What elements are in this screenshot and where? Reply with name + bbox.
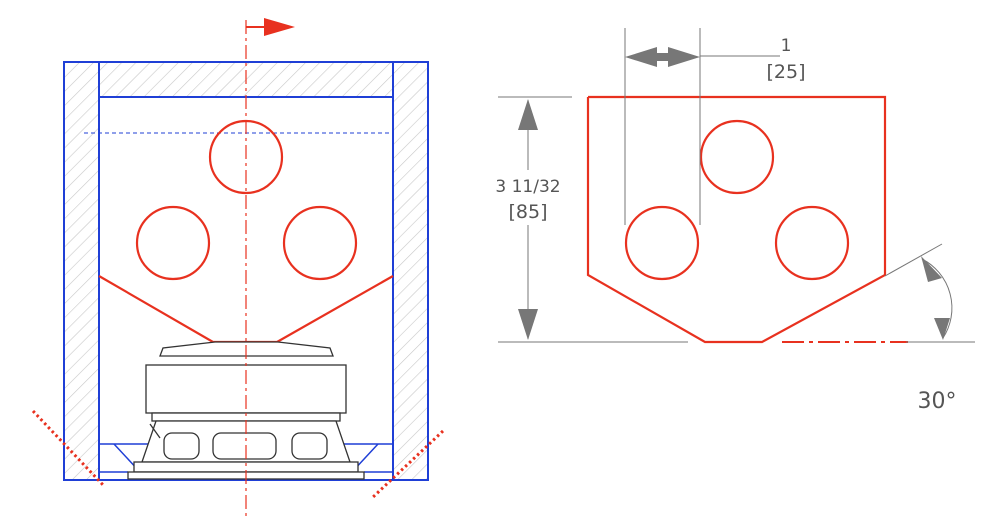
section-flag-arrow [264,18,295,36]
dim-angle-arrow-top [921,256,942,282]
dim-angle-label: 30° [918,389,957,414]
dim-offset-arrow-bar [655,53,670,61]
frame-window-center [212,432,277,460]
panel-hole-left [624,205,700,281]
dim-height-arrow-top [518,99,538,130]
hole-left [135,205,211,281]
panel-view: 1 [25] 3 11/32 [85] 30° [490,28,975,414]
right-wall-hatch [393,62,428,480]
left-wall-hatch [64,62,99,480]
section-view [31,18,445,518]
driver-lead-wire [149,423,161,439]
dim-offset-arrow-left [625,47,657,67]
bevel-line-left [31,409,106,488]
panel-hole-top [699,119,775,195]
dim-height-inch: 3 11/32 [495,177,560,197]
dim-height-arrow-bottom [518,309,538,340]
dim-offset-mm: [25] [766,61,805,83]
frame-window-left [163,432,200,460]
dim-height-mm: [85] [508,201,547,223]
dim-height-label-bg [490,170,566,225]
panel-outline [586,95,887,344]
frame-window-right [291,432,328,460]
dim-offset-inch: 1 [781,36,792,56]
dim-offset-arrow-right [668,47,700,67]
dim-angle-arrow-bottom [934,318,950,340]
hole-right [282,205,358,281]
dim-angle [884,243,975,343]
dim-hole-offset [624,28,780,225]
panel-hole-right [774,205,850,281]
